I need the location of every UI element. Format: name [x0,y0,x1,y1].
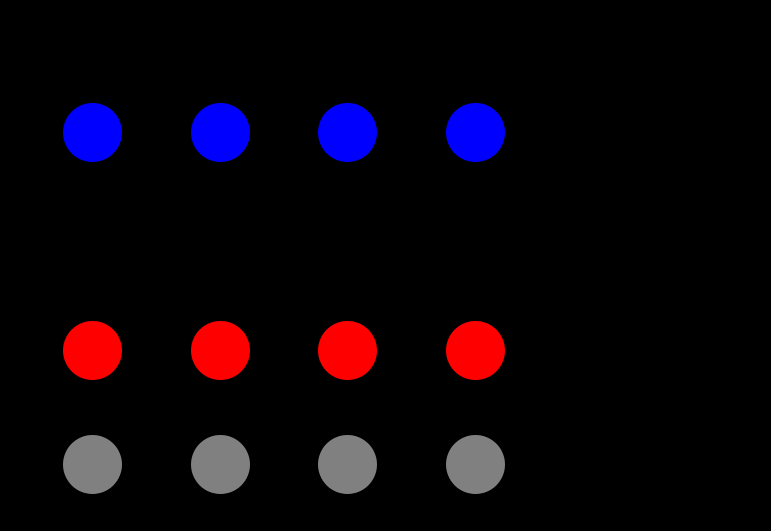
circle-marker-red-row-4[interactable] [445,320,505,380]
circle-marker-gray-row-4[interactable] [445,434,505,494]
circle-marker-gray-row-2[interactable] [190,434,250,494]
circle-marker-blue-row-3[interactable] [317,102,377,162]
circle-marker-red-row-3[interactable] [317,320,377,380]
circle-marker-red-row-1[interactable] [62,320,122,380]
circle-marker-blue-row-2[interactable] [190,102,250,162]
circle-marker-gray-row-1[interactable] [62,434,122,494]
circle-marker-blue-row-4[interactable] [445,102,505,162]
circle-marker-gray-row-3[interactable] [317,434,377,494]
circle-marker-red-row-2[interactable] [190,320,250,380]
circle-marker-blue-row-1[interactable] [62,102,122,162]
